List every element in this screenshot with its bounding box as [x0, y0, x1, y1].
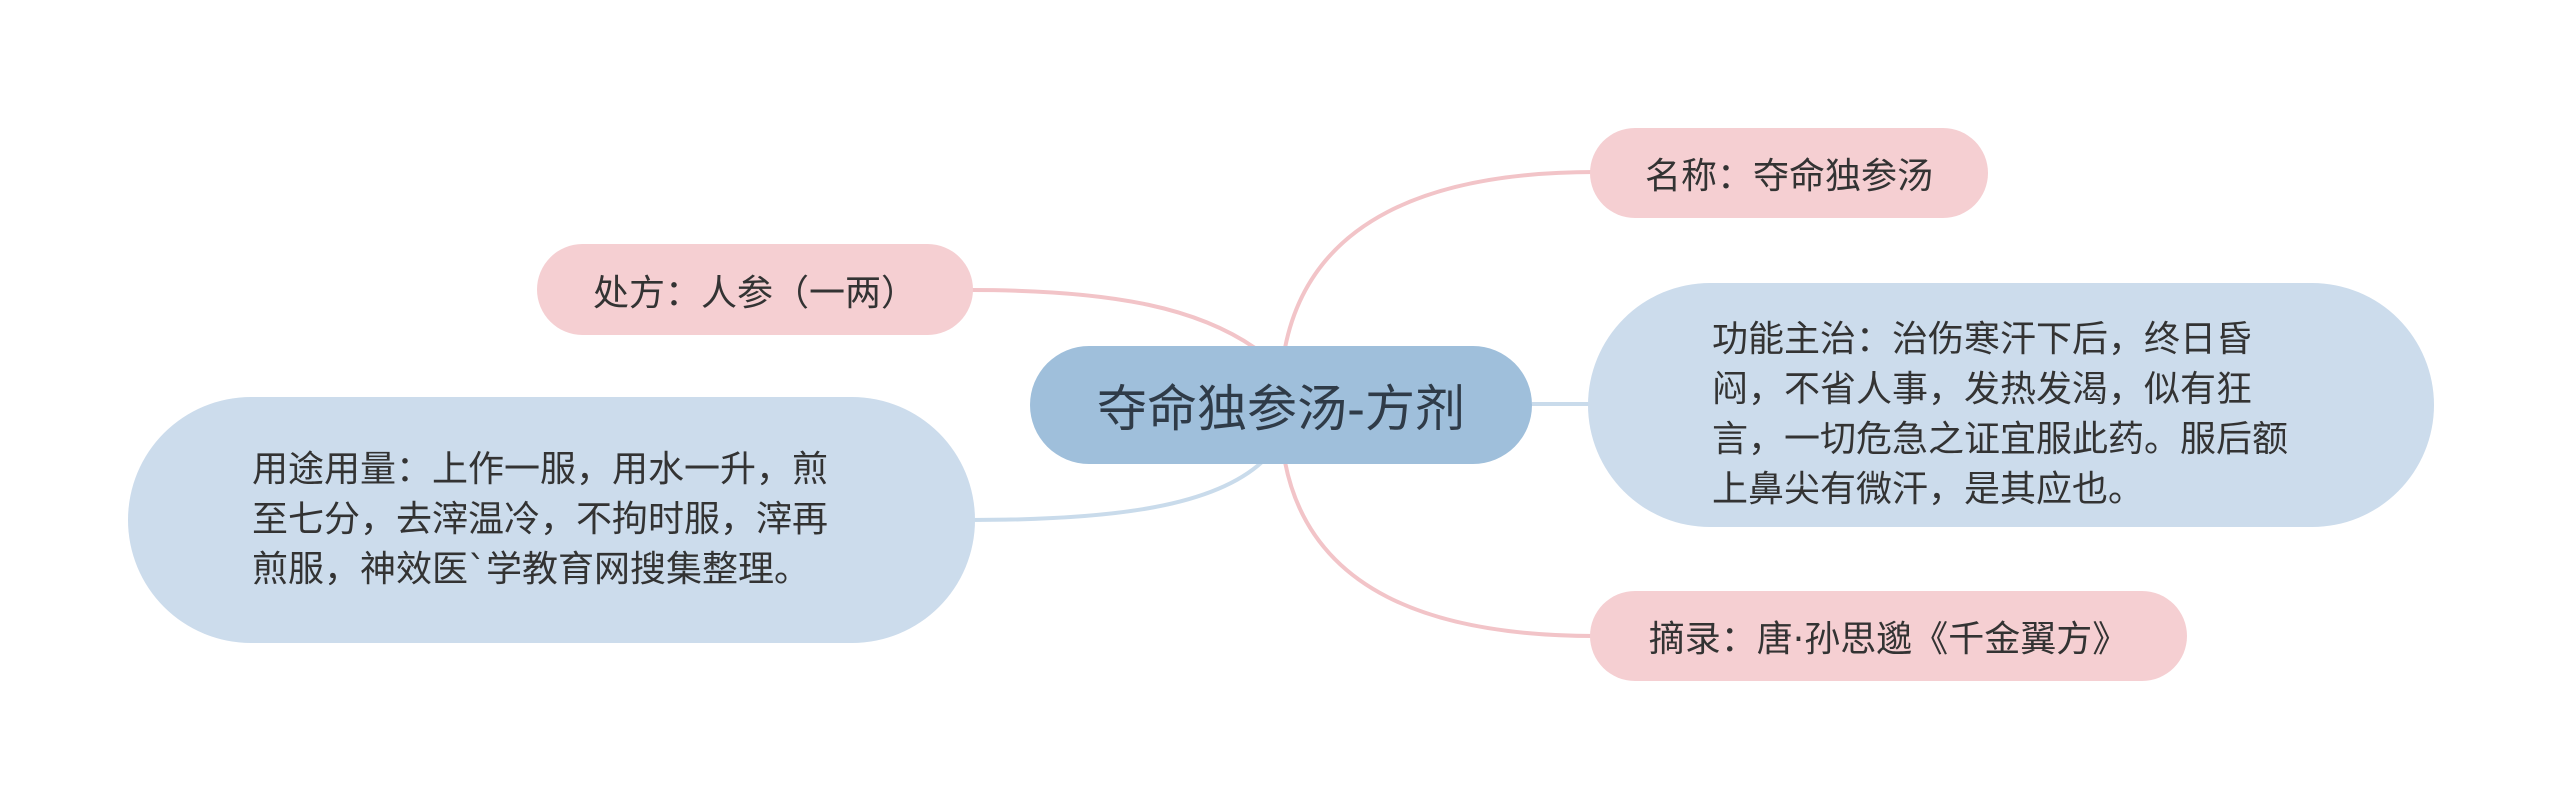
connector-prescription [969, 288, 1257, 350]
branch-source[interactable]: 摘录：唐·孙思邈《千金翼方》 [1590, 591, 2187, 681]
center-topic-label: 夺命独参汤-方剂 [1096, 380, 1466, 438]
branch-name[interactable]: 名称：夺命独参汤 [1590, 128, 1988, 218]
branch-prescription-label: 处方：人参（一两） [592, 272, 917, 314]
branch-prescription[interactable]: 处方：人参（一两） [537, 244, 973, 335]
connector-usage [969, 460, 1264, 522]
branch-name-label: 名称：夺命独参汤 [1644, 156, 1933, 197]
connector-name [1283, 170, 1596, 349]
branch-function-label: 功能主治：治伤寒汗下后，终日昏闷，不省人事，发热发渴，似有狂言，一切危急之证宜服… [1712, 319, 2289, 510]
branch-usage-label: 用途用量：上作一服，用水一升，煎至七分，去滓温冷，不拘时服，滓再煎服，神效医`学… [252, 449, 829, 590]
branch-function[interactable]: 功能主治：治伤寒汗下后，终日昏闷，不省人事，发热发渴，似有狂言，一切危急之证宜服… [1588, 283, 2434, 527]
branch-usage[interactable]: 用途用量：上作一服，用水一升，煎至七分，去滓温冷，不拘时服，滓再煎服，神效医`学… [128, 397, 975, 643]
branch-source-label: 摘录：唐·孙思邈《千金翼方》 [1648, 619, 2129, 660]
center-topic[interactable]: 夺命独参汤-方剂 [1030, 346, 1532, 464]
connector-source [1283, 461, 1596, 638]
